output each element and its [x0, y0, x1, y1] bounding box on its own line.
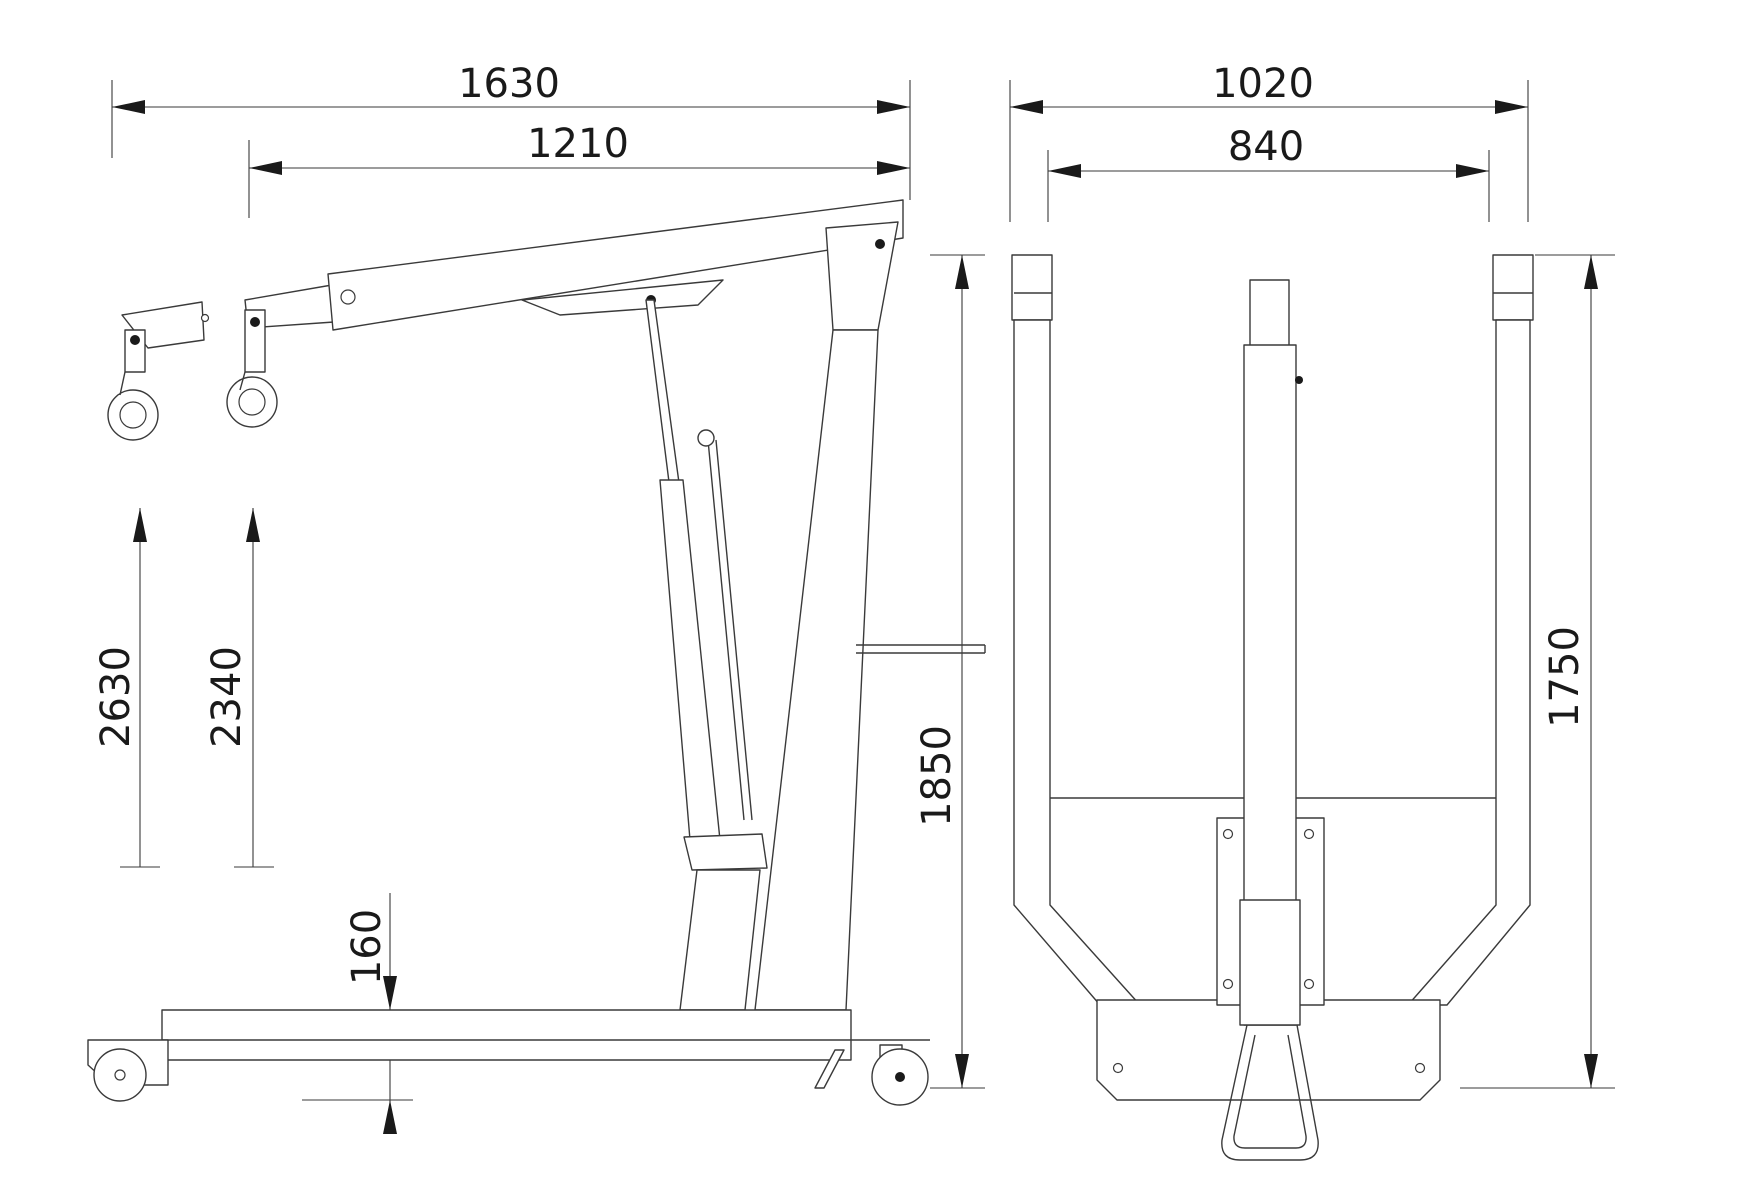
dim-1210-label: 1210 [527, 121, 629, 167]
leg-right [1407, 254, 1534, 1006]
dim-1020-label: 1020 [1212, 61, 1314, 107]
dim-1750-label: 1750 [1542, 626, 1588, 728]
hook-extended [107, 329, 159, 441]
dim-2630-label: 2630 [93, 646, 139, 748]
base-plate [1096, 999, 1441, 1101]
side-view [87, 199, 986, 1106]
tow-handle [1221, 1024, 1319, 1161]
wheel-front [93, 1048, 147, 1102]
dim-1850-label: 1850 [914, 725, 960, 827]
dim-1630-label: 1630 [458, 61, 560, 107]
mast-front [1239, 279, 1303, 1026]
dimension-lines [111, 80, 1615, 1134]
front-view [1011, 254, 1534, 1161]
mast [754, 221, 986, 1011]
wheel-rear [871, 1048, 929, 1106]
hook-retracted [226, 309, 278, 428]
dim-2340-label: 2340 [204, 646, 250, 748]
leg-left [1011, 254, 1141, 1006]
dim-840-label: 840 [1228, 124, 1304, 170]
base-frame [87, 1009, 930, 1089]
dim-160-label: 160 [344, 909, 390, 985]
boom [121, 199, 904, 349]
hydraulic-ram [645, 299, 768, 1011]
